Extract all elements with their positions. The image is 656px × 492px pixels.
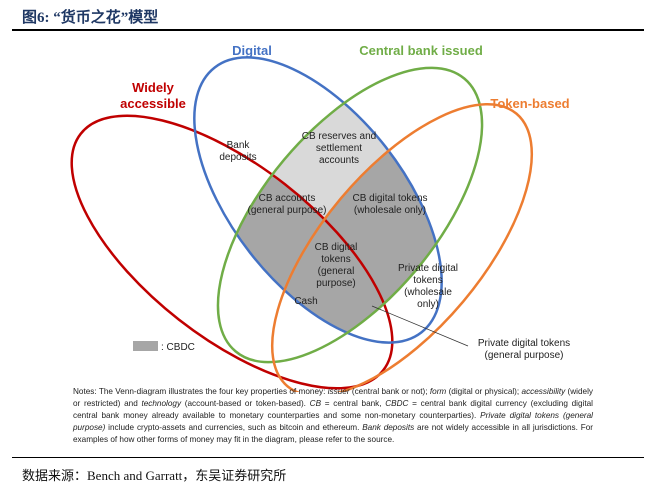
svg-text:CB reserves and: CB reserves and [302, 131, 376, 142]
set-label-token: Token-based [490, 96, 569, 111]
region-private-general: Private digital tokens (general purpose) [478, 338, 570, 361]
set-label-digital: Digital [232, 43, 272, 58]
region-cb-accounts: CB accounts (general purpose) [248, 193, 327, 216]
svg-text:Bank: Bank [227, 140, 251, 151]
source-note: 数据来源：Bench and Garratt，东吴证券研究所 [22, 468, 287, 483]
cb-reserves-region [169, 23, 490, 386]
set-label-widely: Widely [132, 80, 175, 95]
svg-text:tokens: tokens [321, 254, 350, 265]
region-cash: Cash [294, 296, 317, 307]
region-bank-deposits: Bank deposits [219, 140, 256, 163]
svg-text:Private digital: Private digital [398, 263, 458, 274]
bottom-rule [12, 457, 644, 458]
region-cb-tokens-wholesale: CB digital tokens (wholesale only) [352, 193, 427, 216]
svg-text:only): only) [417, 299, 439, 310]
svg-text:CB accounts: CB accounts [259, 193, 316, 204]
svg-text:accounts: accounts [319, 155, 359, 166]
svg-text:deposits: deposits [219, 152, 256, 163]
token-based-ellipse [270, 103, 534, 392]
notes-text: Notes: The Venn-diagram illustrates the … [73, 387, 594, 444]
pointer-line [371, 305, 469, 347]
set-label-central-bank: Central bank issued [359, 43, 483, 58]
set-label-accessible: accessible [120, 96, 186, 111]
region-cb-reserves: CB reserves and settlement accounts [302, 131, 376, 166]
top-rule [12, 29, 644, 31]
svg-text:(general purpose): (general purpose) [248, 205, 327, 216]
svg-text:(general purpose): (general purpose) [485, 350, 564, 361]
region-private-wholesale: Private digital tokens (wholesale only) [398, 263, 458, 310]
svg-text:(general: (general [318, 266, 355, 277]
region-cb-tokens-general: CB digital tokens (general purpose) [315, 242, 358, 289]
widely-accessible-ellipse [70, 114, 394, 390]
svg-text:(wholesale only): (wholesale only) [354, 205, 426, 216]
svg-text:(wholesale: (wholesale [404, 287, 452, 298]
digital-ellipse [193, 56, 443, 344]
money-flower-venn: Digital Central bank issued Widely acces… [70, 23, 570, 392]
cbdc-legend-label: : CBDC [161, 342, 195, 353]
svg-text:purpose): purpose) [316, 278, 355, 289]
svg-text:settlement: settlement [316, 143, 362, 154]
svg-text:CB digital tokens: CB digital tokens [352, 193, 427, 204]
figure-title: 图6: “货币之花”模型 [22, 10, 159, 26]
cbdc-legend-swatch [133, 341, 158, 351]
svg-text:Private digital tokens: Private digital tokens [478, 338, 570, 349]
central-bank-ellipse [216, 66, 484, 364]
svg-text:tokens: tokens [413, 275, 442, 286]
svg-text:CB digital: CB digital [315, 242, 358, 253]
